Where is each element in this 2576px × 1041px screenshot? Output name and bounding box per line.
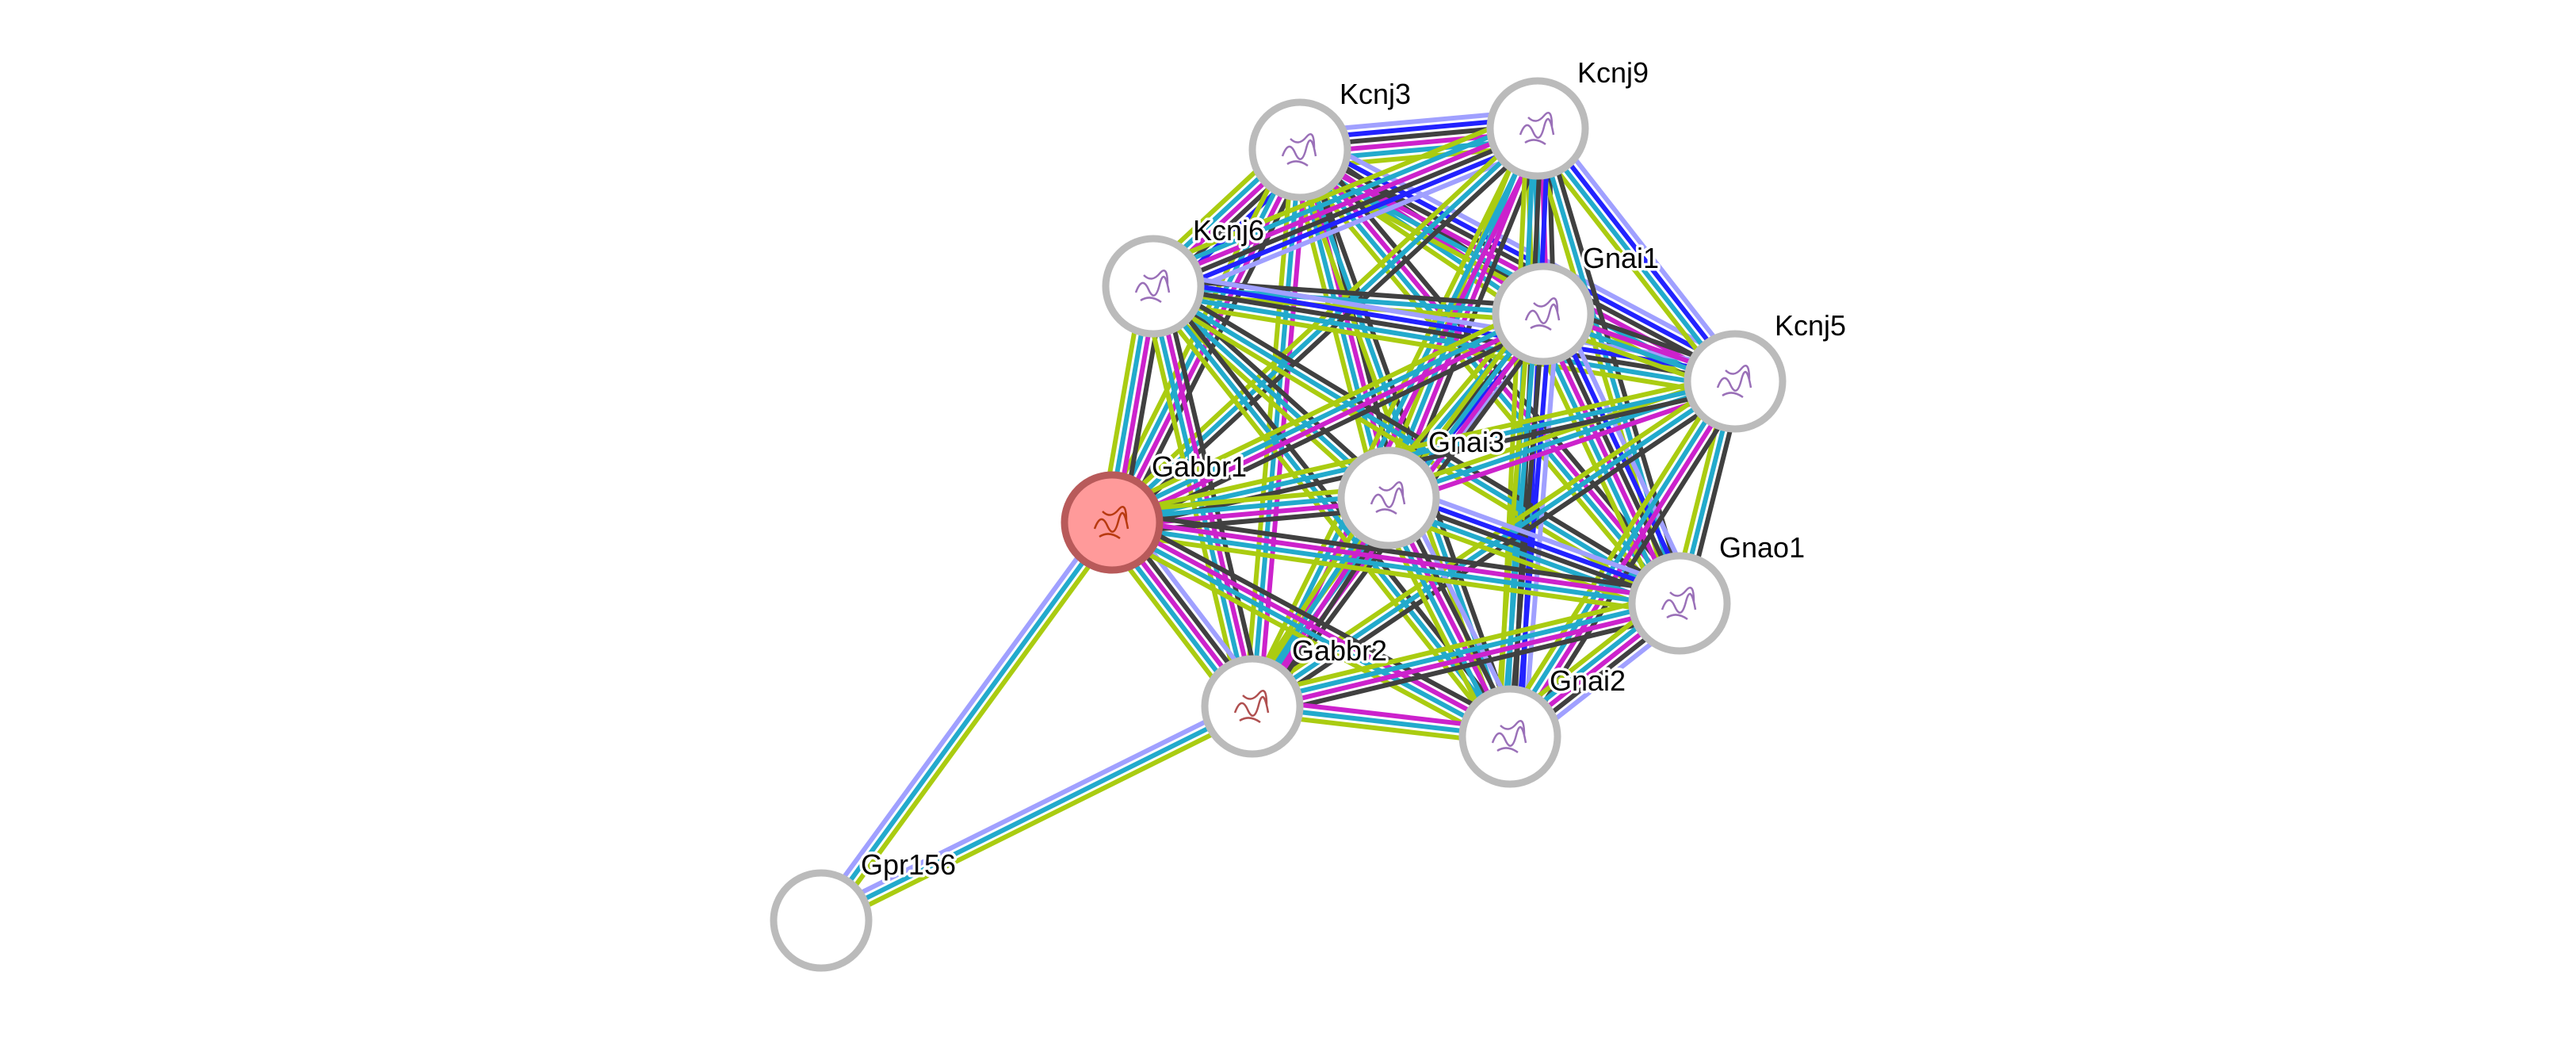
node-gnai1[interactable]: Gnai1 [1492, 239, 1662, 365]
node-label: Kcnj9 [1577, 56, 1649, 89]
node-circle[interactable] [1102, 235, 1205, 338]
evidence-line [1112, 516, 1681, 603]
node-label: Kcnj3 [1340, 78, 1411, 110]
evidence-line [816, 698, 1251, 917]
evidence-line [1249, 590, 1678, 698]
edge-Gnao1-Gabbr2[interactable] [1249, 590, 1683, 720]
protein-structure-icon [1134, 270, 1171, 304]
protein-structure-icon [1661, 587, 1697, 621]
node-label: Gnai1 [1583, 242, 1659, 274]
edge-Gabbr1-Gnai2[interactable] [1106, 511, 1516, 748]
evidence-line [1106, 302, 1540, 515]
evidence-line [1544, 120, 1746, 377]
evidence-line [1109, 523, 1510, 742]
evidence-line [1148, 116, 1535, 279]
evidence-line [1504, 377, 1734, 737]
node-kcnj6[interactable]: Kcnj6 [1102, 212, 1267, 338]
node-circle[interactable] [1458, 685, 1561, 788]
evidence-line [1109, 308, 1543, 522]
evidence-line [1538, 124, 1740, 381]
protein-structure-icon [1491, 720, 1527, 754]
node-circle[interactable] [1061, 471, 1164, 574]
evidence-line [1110, 372, 1734, 519]
node-gabbr1[interactable]: Gabbr1 [1061, 448, 1250, 574]
node-gabbr2[interactable]: Gabbr2 [1201, 632, 1390, 758]
evidence-line [1145, 109, 1532, 272]
edge-layer [813, 108, 1746, 929]
evidence-line [1113, 385, 1737, 532]
node-label: Gnao1 [1719, 531, 1805, 564]
evidence-line [823, 710, 1257, 929]
protein-structure-icon [1093, 506, 1129, 540]
evidence-line [1151, 123, 1538, 285]
evidence-line [1112, 315, 1546, 528]
node-circle[interactable] [1248, 98, 1351, 201]
protein-structure-icon [1524, 297, 1561, 331]
evidence-line [1152, 290, 1735, 391]
node-label: Kcnj6 [1193, 214, 1264, 247]
node-label: Gnai2 [1550, 664, 1626, 697]
edge-Gabbr1-Gnao1[interactable] [1110, 509, 1682, 617]
evidence-line [1247, 373, 1733, 703]
protein-structure-icon [1519, 112, 1555, 146]
evidence-line [1152, 284, 1736, 384]
evidence-line [824, 525, 1120, 927]
node-label: Kcnj5 [1775, 309, 1846, 342]
evidence-line [1544, 311, 1685, 603]
evidence-line [1113, 509, 1682, 595]
node-gnai2[interactable]: Gnai2 [1458, 662, 1629, 788]
evidence-line [1393, 482, 1686, 592]
node-circle[interactable] [1337, 446, 1440, 549]
evidence-line [1508, 313, 1546, 737]
node-circle[interactable] [1628, 552, 1731, 655]
evidence-line [1533, 128, 1734, 385]
node-kcnj5[interactable]: Kcnj5 [1684, 307, 1849, 433]
node-gpr156[interactable]: Gpr156 [770, 846, 959, 972]
evidence-line [1110, 523, 1680, 610]
evidence-line [1390, 488, 1684, 599]
evidence-line [1252, 604, 1681, 713]
protein-structure-icon [1233, 690, 1270, 724]
evidence-line [813, 516, 1109, 918]
evidence-line [820, 704, 1254, 923]
evidence-line [1156, 136, 1543, 299]
evidence-line [1254, 611, 1683, 720]
evidence-line [1290, 155, 1673, 612]
evidence-line [1110, 530, 1679, 617]
node-gnai3[interactable]: Gnai3 [1337, 423, 1508, 549]
evidence-line [1511, 381, 1741, 741]
evidence-line [1550, 308, 1691, 600]
edge-Gpr156-Gabbr2[interactable] [816, 698, 1257, 929]
protein-structure-icon [1281, 133, 1317, 167]
node-circle[interactable] [1492, 262, 1595, 365]
evidence-line [1150, 297, 1733, 398]
protein-structure-icon [1370, 481, 1406, 515]
evidence-line [1111, 379, 1736, 525]
evidence-line [1251, 597, 1680, 706]
evidence-line [1115, 511, 1516, 729]
evidence-line [819, 521, 1114, 922]
node-label: Gpr156 [861, 848, 956, 881]
evidence-line [1499, 374, 1729, 733]
evidence-line [1112, 517, 1513, 736]
evidence-line [1156, 279, 1396, 495]
node-kcnj3[interactable]: Kcnj3 [1248, 75, 1414, 201]
node-circle[interactable] [1486, 77, 1589, 180]
node-label: Gabbr2 [1292, 634, 1387, 667]
protein-structure-icon [1716, 365, 1752, 399]
node-circle[interactable] [1201, 655, 1304, 758]
evidence-line [1521, 315, 1560, 738]
node-label: Gnai3 [1428, 426, 1504, 458]
edge-Gpr156-Gabbr1[interactable] [813, 516, 1120, 927]
node-layer: Kcnj3 Kcnj9Kcnj6Gnai1Kcnj5Gnai3Gabbr1Gnao… [770, 54, 1849, 972]
node-kcnj9[interactable]: Kcnj9 [1486, 54, 1652, 180]
node-circle[interactable] [1684, 330, 1787, 433]
node-gnao1[interactable]: Gnao1 [1628, 529, 1808, 655]
node-label: Gabbr1 [1152, 450, 1247, 483]
node-circle[interactable] [770, 869, 873, 972]
evidence-line [1153, 129, 1540, 292]
edge-Kcnj5-Gabbr1[interactable] [1110, 372, 1737, 532]
evidence-line [1106, 530, 1507, 748]
edge-Kcnj5-Gnai2[interactable] [1499, 374, 1746, 744]
